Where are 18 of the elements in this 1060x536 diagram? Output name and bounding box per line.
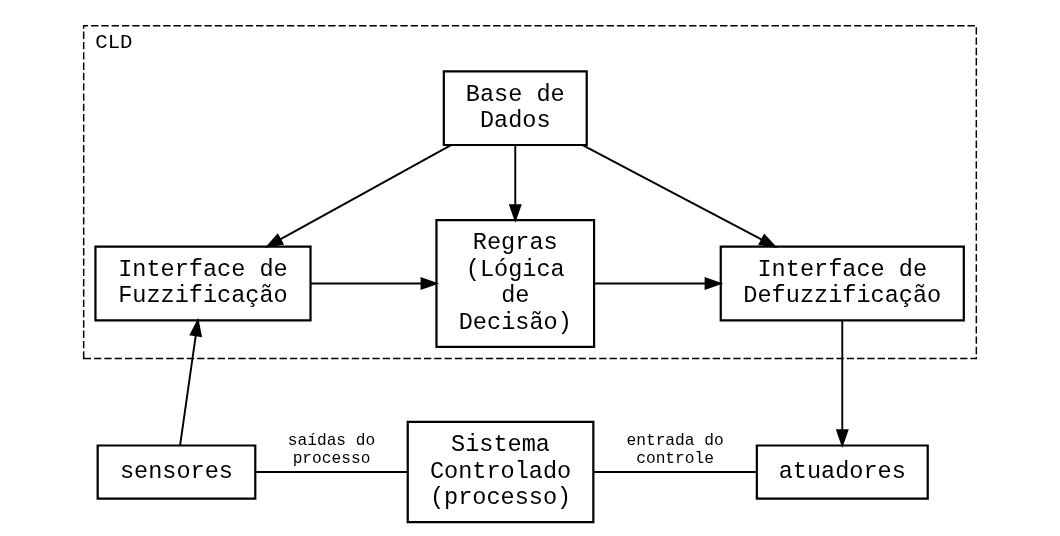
node-box: Sistema Controlado (processo)	[406, 420, 595, 524]
node-box: Interface de Defuzzificação	[719, 245, 965, 322]
arrow	[593, 276, 724, 290]
connector	[592, 471, 758, 473]
connector	[254, 471, 409, 473]
node-box: Regras (Lógica de Decisão)	[435, 219, 596, 348]
node-box: Base de Dados	[442, 70, 588, 147]
edge-label: saídas do processo	[287, 432, 376, 468]
arrow	[581, 144, 778, 248]
node-box: atuadores	[755, 444, 929, 500]
arrow	[508, 144, 522, 223]
arrow	[310, 276, 440, 290]
node-box: sensores	[96, 444, 257, 500]
arrow	[835, 319, 849, 448]
arrow	[264, 144, 452, 248]
node-box: Interface de Fuzzificação	[94, 245, 312, 322]
edge-label: entrada do controle	[626, 432, 724, 468]
arrow	[179, 317, 203, 446]
